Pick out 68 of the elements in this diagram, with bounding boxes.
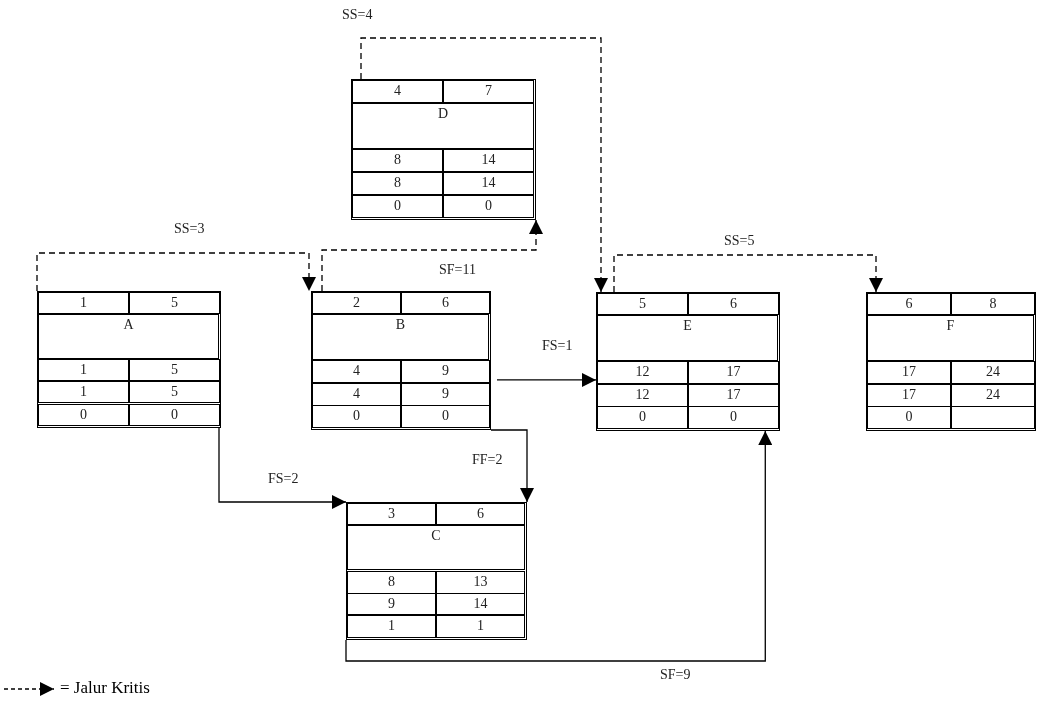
table-cell: 0 [38, 404, 129, 426]
table-cell: 14 [443, 172, 534, 195]
activity-name-cell: E [597, 315, 778, 361]
arrow [496, 372, 597, 387]
table-cell: 14 [443, 149, 534, 172]
table-cell: 17 [867, 361, 951, 384]
table-cell: 12 [597, 384, 688, 407]
activity-name-cell: F [867, 315, 1034, 361]
dashed-arrow [36, 252, 316, 292]
table-cell: 6 [436, 503, 525, 525]
table-cell: 8 [352, 172, 443, 195]
activity-box [346, 502, 527, 640]
table-cell: 24 [951, 361, 1035, 384]
table-cell: 12 [597, 361, 688, 384]
table-cell: 5 [129, 359, 220, 381]
activity-box [866, 292, 1036, 431]
dashed-arrow [321, 219, 543, 292]
table-cell: 8 [352, 149, 443, 172]
activity-name-cell: C [347, 525, 525, 570]
table-cell: 6 [867, 293, 951, 315]
table-cell: 4 [352, 80, 443, 103]
table-cell: 0 [597, 406, 688, 429]
table-cell: 17 [867, 384, 951, 407]
table-cell: 9 [401, 383, 490, 406]
activity-name-cell: A [38, 314, 219, 359]
table-cell: 5 [129, 381, 220, 403]
table-cell: 5 [597, 293, 688, 315]
table-cell: 1 [38, 359, 129, 381]
table-cell: 8 [347, 571, 436, 594]
table-cell: 8 [951, 293, 1035, 315]
dashed-arrow [360, 37, 608, 293]
table-cell: 9 [347, 593, 436, 615]
table-cell: 0 [688, 406, 779, 429]
table-cell: 4 [312, 383, 401, 406]
table-cell: 1 [347, 615, 436, 638]
table-cell: 5 [129, 292, 220, 314]
table-cell: 1 [38, 292, 129, 314]
table-cell: 0 [443, 195, 534, 218]
table-cell: 6 [688, 293, 779, 315]
activity-box [37, 291, 221, 428]
table-cell: 0 [129, 404, 220, 426]
legend-text: = Jalur Kritis [60, 678, 150, 698]
table-cell: 0 [312, 405, 401, 428]
activity-name-cell: B [312, 314, 489, 360]
table-cell: 0 [401, 405, 490, 428]
table-cell: 0 [867, 406, 951, 429]
table-cell: 14 [436, 593, 525, 615]
table-cell: 1 [436, 615, 525, 638]
table-cell: 4 [312, 360, 401, 383]
table-cell: 17 [688, 384, 779, 407]
activity-box [311, 291, 491, 430]
table-cell: 24 [951, 384, 1035, 407]
table-cell: 7 [443, 80, 534, 103]
table-cell: 17 [688, 361, 779, 384]
table-cell: 0 [352, 195, 443, 218]
activity-box [596, 292, 780, 431]
table-cell: 9 [401, 360, 490, 383]
dashed-arrow [613, 254, 883, 293]
arrow [490, 429, 534, 503]
table-cell: 1 [38, 381, 129, 403]
table-cell: 6 [401, 292, 490, 314]
arrow [345, 430, 773, 662]
activity-box [351, 79, 536, 220]
table-cell: 2 [312, 292, 401, 314]
table-cell: 3 [347, 503, 436, 525]
arrow [218, 427, 347, 509]
table-cell: 13 [436, 571, 525, 594]
activity-name-cell: D [352, 103, 534, 149]
